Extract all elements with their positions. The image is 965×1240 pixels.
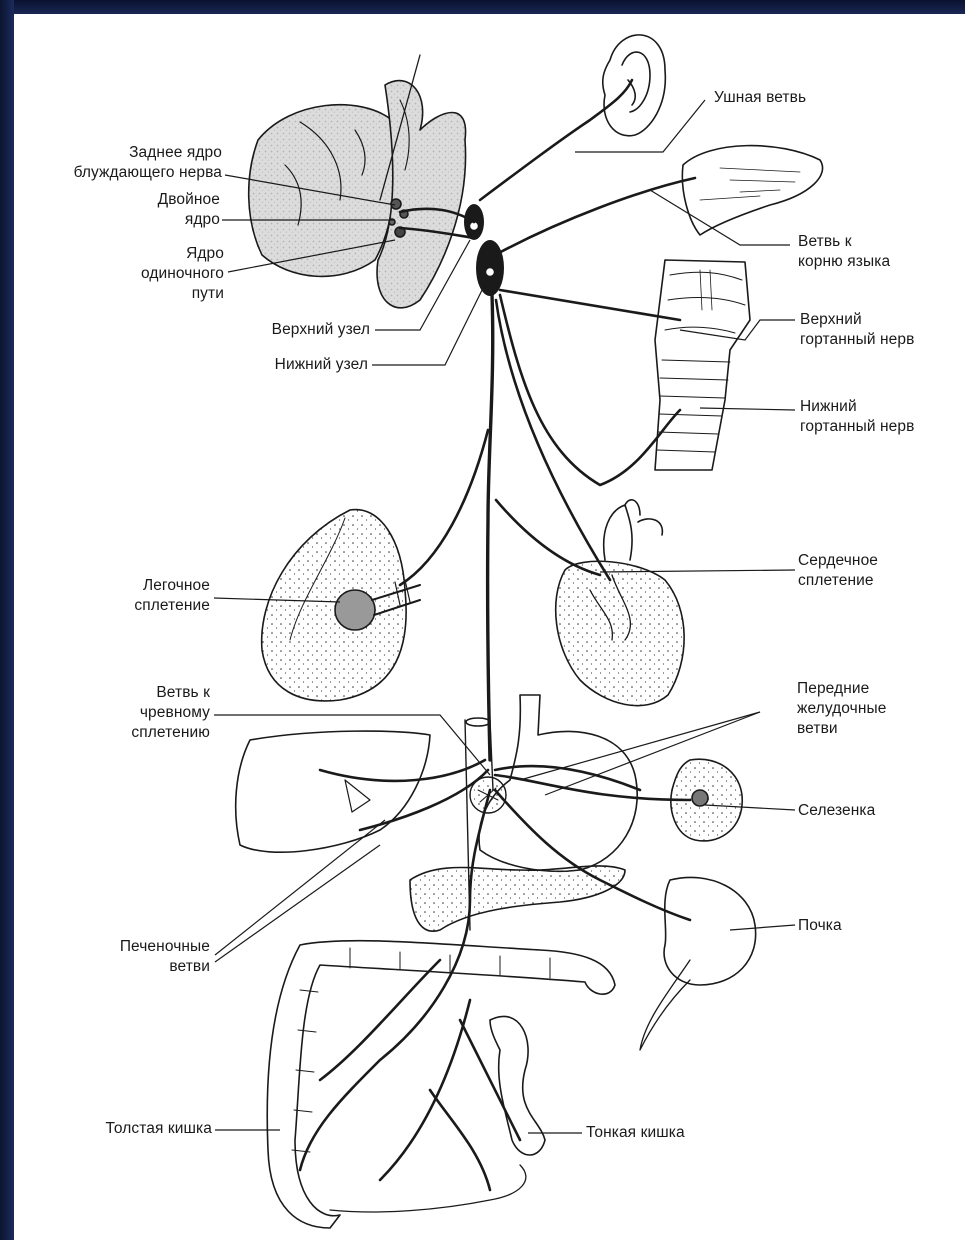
label-auricular-branch: Ушная ветвь [714, 88, 806, 108]
kidney-drawing [640, 877, 756, 1050]
label-inferior-ganglion: Нижний узел [160, 355, 368, 375]
heart-drawing [556, 500, 684, 706]
tongue-drawing [682, 146, 822, 235]
stomach-drawing [479, 695, 637, 871]
celiac-plexus [470, 777, 506, 813]
inferior-ganglion [476, 240, 504, 296]
lung-drawing [262, 510, 420, 701]
medulla-section [249, 55, 466, 308]
vagus-ganglia [464, 204, 504, 296]
label-superior-ganglion: Верхний узел [160, 320, 370, 340]
label-small-intestine: Тонкая кишка [586, 1123, 685, 1143]
ear-drawing [603, 35, 666, 136]
small-intestine-drawing [330, 1016, 545, 1212]
larynx-trachea-drawing [655, 260, 750, 470]
liver-drawing [236, 731, 430, 852]
label-large-intestine: Толстая кишка [40, 1119, 212, 1139]
label-kidney: Почка [798, 916, 842, 936]
label-spleen: Селезенка [798, 801, 875, 821]
